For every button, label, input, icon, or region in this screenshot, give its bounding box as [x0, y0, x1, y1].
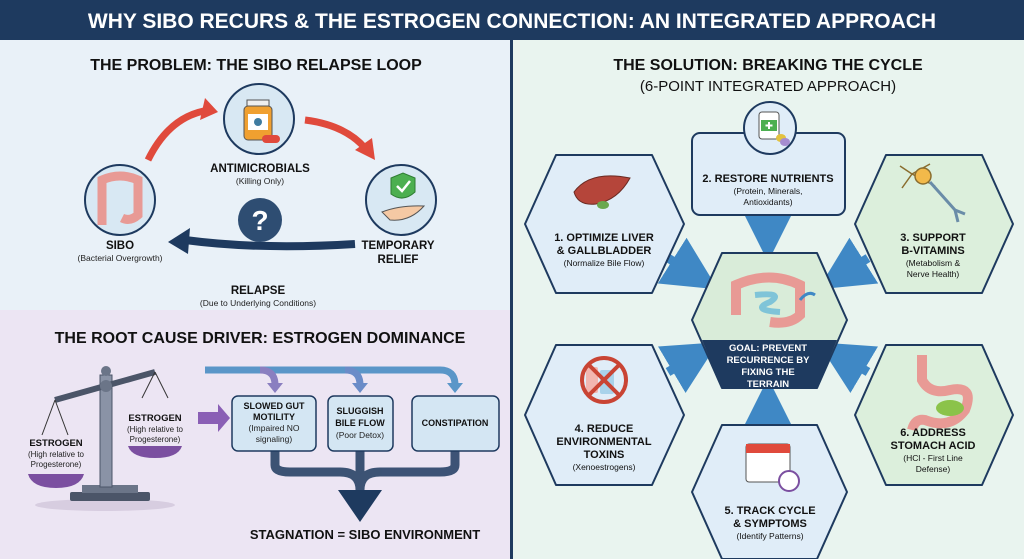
point-6-sub-2: Defense) [916, 464, 951, 474]
point-1-title-2: & GALLBLADDER [557, 245, 652, 257]
point-2-title-1: 2. RESTORE NUTRIENTS [702, 173, 833, 185]
point-3-title-1: 3. SUPPORT [900, 232, 966, 244]
stagnation-result: STAGNATION = SIBO ENVIRONMENT [250, 527, 480, 542]
effect-2-line-1: SLUGGISH [336, 406, 383, 416]
effect-2-line-3: (Poor Detox) [336, 430, 384, 440]
question-circle [238, 198, 282, 242]
point-4-title-1: 4. REDUCE [575, 423, 634, 435]
point-6-text: 6. ADDRESS STOMACH ACID (HCl - First Lin… [891, 427, 976, 474]
point-6-sub-1: (HCl - First Line [903, 453, 963, 463]
effect-1-line-2: MOTILITY [253, 412, 295, 422]
scale-left-sub1: (High relative to [28, 450, 85, 459]
scale-right-label: ESTROGEN [128, 413, 181, 424]
point-1-sub-1: (Normalize Bile Flow) [564, 258, 645, 268]
balance-scale-icon [28, 366, 182, 511]
goal-banner [702, 340, 837, 388]
arrow-head-2 [352, 383, 368, 393]
effect-2-line-2: BILE FLOW [335, 418, 385, 428]
intestine-icon [97, 171, 143, 225]
solution-arrows [657, 208, 879, 432]
problem-panel [0, 40, 512, 310]
merge-arrow-head [338, 490, 382, 522]
hex-point-3 [854, 154, 1014, 294]
point-5-title-1: 5. TRACK CYCLE [724, 505, 815, 517]
hex-point-6 [854, 344, 1014, 486]
point-2-text: 2. RESTORE NUTRIENTS (Protein, Minerals,… [702, 173, 833, 207]
point-3-sub-1: (Metabolism & [906, 258, 961, 268]
hex-point-1 [524, 154, 685, 294]
point-5-sub-1: (Identify Patterns) [736, 531, 803, 541]
root-cause-title: THE ROOT CAUSE DRIVER: ESTROGEN DOMINANC… [55, 330, 466, 347]
hex-point-5 [691, 424, 848, 559]
effect-box-1: SLOWED GUT MOTILITY (Impaired NO signali… [231, 395, 317, 452]
sibo-label: SIBO [106, 240, 134, 252]
colon-icon [731, 272, 816, 328]
antimicrobials-label: ANTIMICROBIALS [210, 163, 310, 175]
effect-3-line-1: CONSTIPATION [422, 418, 489, 428]
solution-subtitle: (6-POINT INTEGRATED APPROACH) [640, 78, 896, 95]
point-2-sub-1: (Protein, Minerals, [734, 186, 803, 196]
relapse-arrow-head [168, 228, 190, 254]
arrow-head-3 [447, 383, 463, 393]
point-3-text: 3. SUPPORT B-VITAMINS (Metabolism & Nerv… [900, 232, 966, 279]
red-arrow-2 [304, 116, 368, 151]
relapse-arrow [184, 236, 356, 251]
goal-text: GOAL: PREVENT RECURRENCE BY FIXING THE T… [727, 343, 811, 390]
arrow-head-1 [267, 383, 283, 393]
point-5-title-2: & SYMPTOMS [733, 518, 807, 530]
relief-label-2: RELIEF [378, 254, 419, 266]
header-bar [0, 0, 1024, 40]
point-4-text: 4. REDUCE ENVIRONMENTAL TOXINS (Xenoestr… [556, 423, 651, 472]
goal-line-1: GOAL: PREVENT [729, 343, 807, 354]
divider [510, 40, 513, 559]
relapse-sub: (Due to Underlying Conditions) [200, 298, 316, 308]
page-title: WHY SIBO RECURS & THE ESTROGEN CONNECTIO… [88, 10, 936, 33]
branch-arrows-top [205, 366, 459, 386]
point-2-sub-2: Antioxidants) [743, 197, 792, 207]
question-mark-icon: ? [251, 205, 268, 236]
purple-arrow [198, 404, 230, 432]
red-arrow-1-head [200, 98, 218, 120]
problem-title: THE PROBLEM: THE SIBO RELAPSE LOOP [90, 57, 422, 74]
goal-line-4: TERRAIN [747, 379, 789, 390]
point-4-title-2: ENVIRONMENTAL [556, 436, 651, 448]
scale-left-label: ESTROGEN [29, 438, 82, 449]
point-3-title-2: B-VITAMINS [901, 245, 964, 257]
relief-label-1: TEMPORARY [361, 240, 434, 252]
point-1-title-1: 1. OPTIMIZE LIVER [554, 232, 654, 244]
point-1-text: 1. OPTIMIZE LIVER & GALLBLADDER (Normali… [554, 232, 654, 268]
neuron-icon [899, 163, 966, 223]
point-4-sub-1: (Xenoestrogens) [573, 462, 636, 472]
hex-point-4 [524, 344, 685, 486]
relief-circle [365, 164, 437, 236]
effect-1-line-4: signaling) [256, 434, 293, 444]
effect-box-3: CONSTIPATION [411, 395, 500, 452]
liver-icon [573, 175, 631, 209]
calendar-cycle-icon [745, 443, 800, 492]
goal-line-2: RECURRENCE BY [727, 355, 811, 366]
supplement-bottle-icon [758, 111, 790, 146]
stomach-icon [907, 355, 973, 432]
goal-line-3: FIXING THE [741, 367, 794, 378]
point-6-title-2: STOMACH ACID [891, 440, 976, 452]
point-5-text: 5. TRACK CYCLE & SYMPTOMS (Identify Patt… [724, 505, 815, 541]
effect-1-line-3: (Impaired NO [248, 423, 299, 433]
scale-right-sub1: (High relative to [127, 425, 184, 434]
relapse-label: RELAPSE [231, 285, 286, 297]
sibo-sub: (Bacterial Overgrowth) [77, 253, 162, 263]
no-toxins-icon [580, 356, 628, 404]
point-6-title-1: 6. ADDRESS [900, 427, 966, 439]
scale-right-sub2: Progesterone) [130, 435, 181, 444]
antimicrobials-sub: (Killing Only) [236, 176, 284, 186]
red-arrow-2-head [355, 138, 375, 160]
shield-hand-icon [381, 172, 426, 221]
solution-title: THE SOLUTION: BREAKING THE CYCLE [613, 57, 923, 74]
point-4-title-3: TOXINS [584, 449, 625, 461]
effect-1-line-1: SLOWED GUT [244, 401, 305, 411]
scale-left-sub2: Progesterone) [31, 460, 82, 469]
effect-box-2: SLUGGISH BILE FLOW (Poor Detox) [327, 395, 394, 452]
point-3-sub-2: Nerve Health) [907, 269, 960, 279]
pill-bottle-icon [243, 99, 280, 143]
